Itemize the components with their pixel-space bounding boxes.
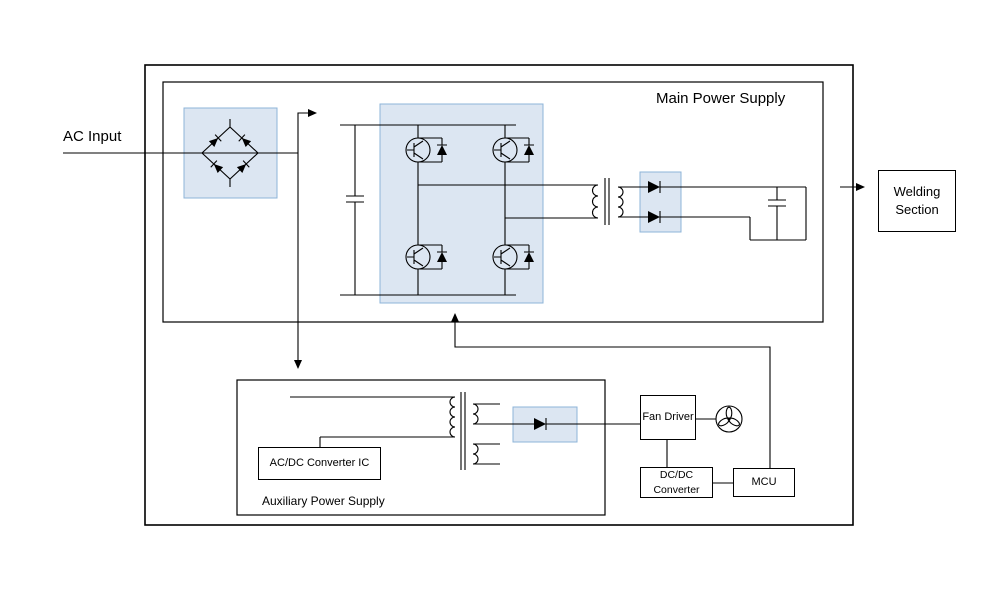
mcu-label: MCU	[751, 475, 777, 488]
ac-input-label: AC Input	[63, 128, 122, 145]
fan-icon	[715, 405, 743, 433]
acdc-converter-ic-label: AC/DC Converter IC	[269, 456, 370, 469]
inverter-bridge	[405, 125, 598, 295]
fan-driver-label: Fan Driver	[642, 410, 694, 423]
auxiliary-power-supply-box	[236, 379, 606, 516]
welding-section-box: Welding Section	[878, 170, 956, 232]
transistor-icon	[492, 137, 518, 163]
transistor-icon	[405, 244, 431, 270]
control-section-wires	[666, 418, 733, 484]
dcdc-converter-box: DC/DC Converter	[640, 467, 713, 498]
main-power-supply-title: Main Power Supply	[656, 90, 786, 107]
inverter-bridge-highlight	[379, 103, 544, 304]
ac-input-wire	[63, 109, 317, 369]
transistor-icon	[405, 137, 431, 163]
auxiliary-power-supply-label: Auxiliary Power Supply	[262, 494, 385, 508]
dc-link-capacitor	[346, 125, 364, 295]
aux-diode-icon	[534, 418, 546, 430]
bridge-diode-icon	[210, 160, 224, 174]
output-capacitor	[768, 187, 786, 240]
main-power-supply-box	[162, 81, 824, 323]
dcdc-converter-label: DC/DC Converter	[653, 468, 700, 496]
welding-section-label: Welding Section	[893, 183, 941, 217]
aux-rectifier-diode	[473, 418, 640, 430]
main-transformer	[592, 178, 624, 225]
output-rectifier	[618, 181, 807, 241]
mcu-control-line	[451, 313, 771, 468]
mcu-box: MCU	[733, 468, 795, 497]
bridge-diode-icon	[208, 134, 222, 148]
bridge-rectifier	[201, 119, 259, 187]
bridge-diode-icon	[238, 134, 252, 148]
aux-transformer	[290, 392, 500, 470]
output-diode-icon	[648, 181, 660, 223]
system-outer-box	[144, 64, 854, 526]
fan-driver-box: Fan Driver	[640, 395, 696, 440]
bridge-diode-icon	[236, 160, 250, 174]
acdc-converter-ic-box: AC/DC Converter IC	[258, 447, 381, 480]
transistor-icon	[492, 244, 518, 270]
dc-link	[340, 124, 516, 296]
